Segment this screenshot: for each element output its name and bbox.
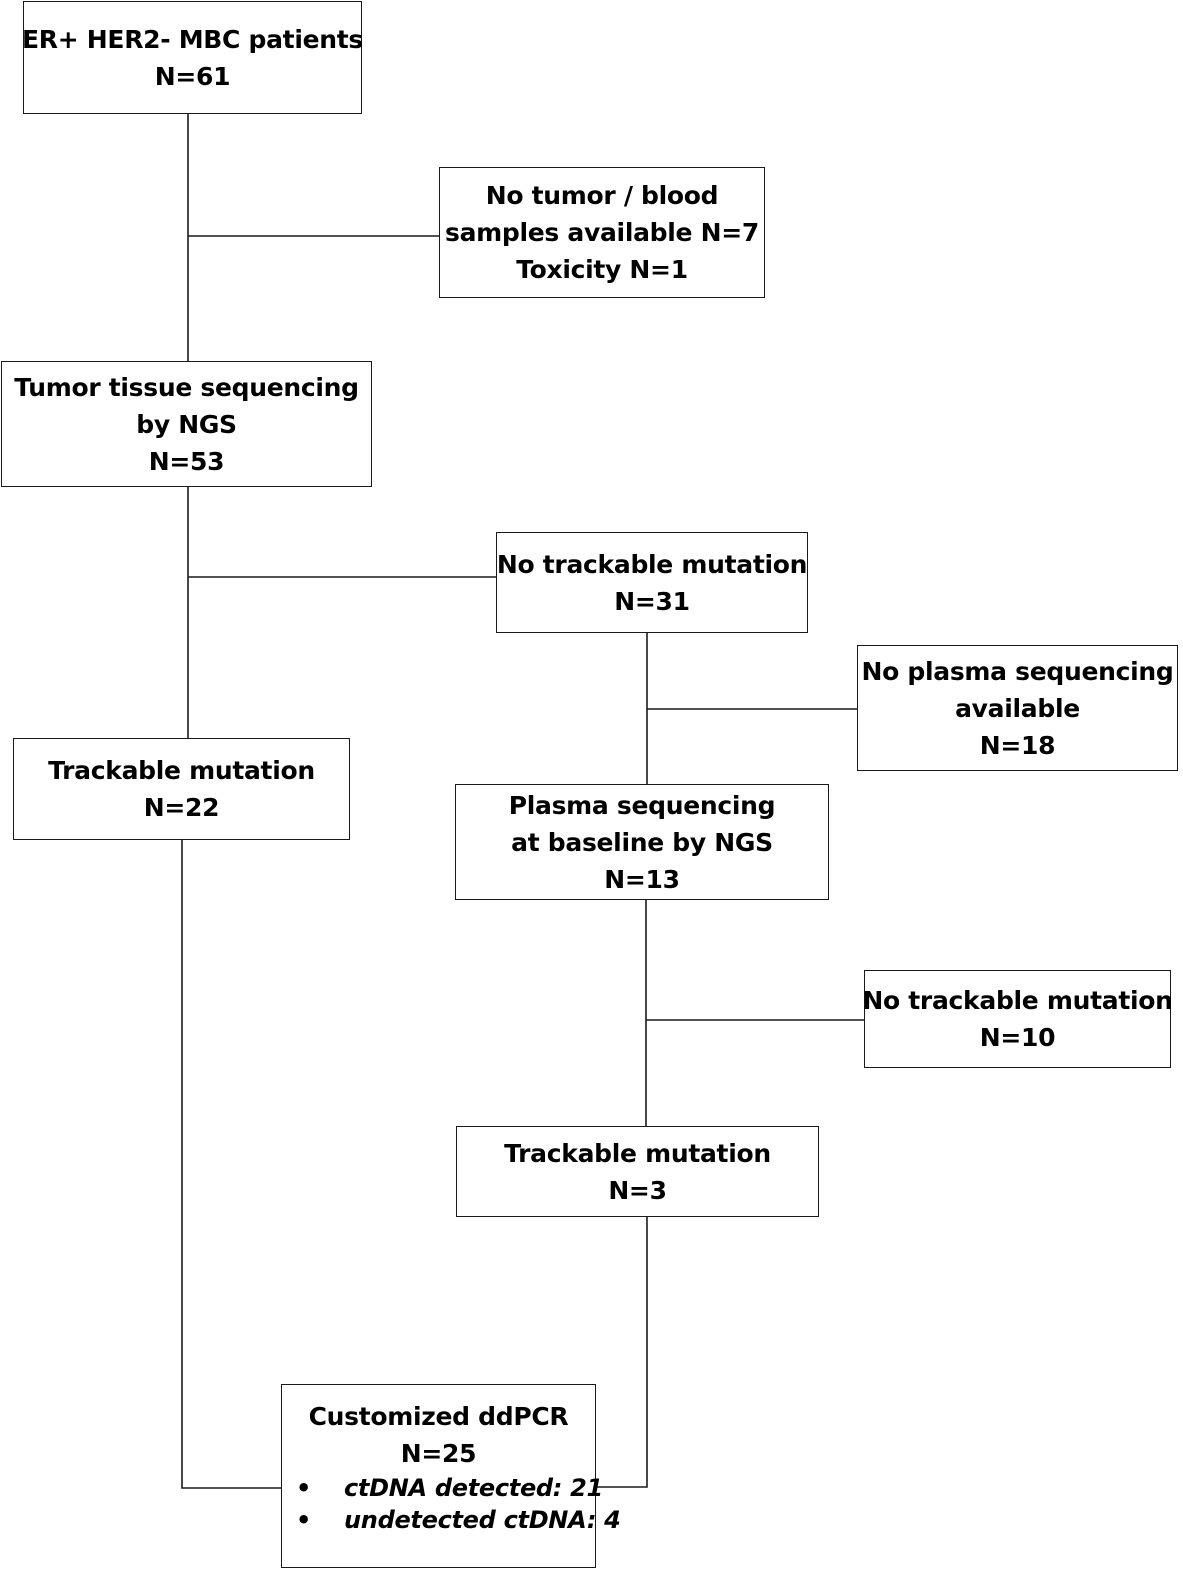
no-trackable-plasma-box: No trackable mutation N=10 xyxy=(862,970,1173,1068)
trackable-plasma-count: N=3 xyxy=(608,1175,667,1205)
tissue-sequencing-box: Tumor tissue sequencing by NGS N=53 xyxy=(1,361,372,487)
trackable-tissue-title: Trackable mutation xyxy=(48,756,315,785)
tissue-seq-count: N=53 xyxy=(148,446,225,476)
start-box: ER+ HER2- MBC patients N=61 xyxy=(22,1,363,114)
ddpcr-bullet-item: • undetected ctDNA: 4 xyxy=(282,1504,621,1536)
excluded-initial-line3: Toxicity N=1 xyxy=(516,255,688,284)
excluded-initial-box: No tumor / blood samples available N=7 T… xyxy=(439,167,765,298)
trackable-plasma-box: Trackable mutation N=3 xyxy=(456,1126,819,1217)
no-trackable-tissue-title: No trackable mutation xyxy=(496,549,808,579)
plasma-sequencing-box: Plasma sequencing at baseline by NGS N=1… xyxy=(455,784,829,900)
trackable-plasma-title: Trackable mutation xyxy=(504,1138,771,1168)
connector-trackable-tissue-to-ddpcr xyxy=(181,840,281,1489)
bullet-symbol: • xyxy=(296,1474,312,1502)
no-trackable-tissue-box: No trackable mutation N=31 xyxy=(496,532,808,633)
ddpcr-bullet-item: • ctDNA detected: 21 xyxy=(282,1472,603,1504)
ddpcr-title: Customized ddPCR xyxy=(308,1402,569,1431)
no-trackable-plasma-title: No trackable mutation xyxy=(862,986,1173,1015)
ddpcr-bullet-list: • ctDNA detected: 21 • undetected ctDNA:… xyxy=(282,1472,621,1536)
excluded-initial-line2: samples available N=7 xyxy=(445,218,759,247)
ddpcr-undetected-text: undetected ctDNA: 4 xyxy=(344,1506,621,1534)
plasma-seq-line1: Plasma sequencing xyxy=(508,790,776,820)
plasma-seq-count: N=13 xyxy=(604,864,680,894)
no-trackable-tissue-count: N=31 xyxy=(614,586,690,616)
trackable-tissue-count: N=22 xyxy=(143,793,220,822)
trackable-tissue-box: Trackable mutation N=22 xyxy=(13,738,350,840)
connector-trackable-plasma-to-ddpcr xyxy=(596,1217,648,1488)
ddpcr-count: N=25 xyxy=(400,1439,477,1468)
start-title: ER+ HER2- MBC patients xyxy=(22,24,363,54)
plasma-seq-line2: at baseline by NGS xyxy=(511,827,773,857)
tissue-seq-line1: Tumor tissue sequencing xyxy=(14,372,359,402)
bullet-symbol: • xyxy=(296,1506,312,1534)
no-plasma-count: N=18 xyxy=(979,730,1056,760)
ddpcr-detected-text: ctDNA detected: 21 xyxy=(344,1474,603,1502)
no-trackable-plasma-count: N=10 xyxy=(979,1023,1056,1052)
start-count: N=61 xyxy=(154,61,231,91)
no-plasma-line2: available xyxy=(955,693,1080,723)
excluded-initial-line1: No tumor / blood xyxy=(485,181,719,210)
no-plasma-box: No plasma sequencing available N=18 xyxy=(857,645,1178,771)
no-plasma-line1: No plasma sequencing xyxy=(861,656,1174,686)
ddpcr-box: Customized ddPCR N=25 • ctDNA detected: … xyxy=(281,1384,621,1568)
tissue-seq-line2: by NGS xyxy=(136,409,237,439)
